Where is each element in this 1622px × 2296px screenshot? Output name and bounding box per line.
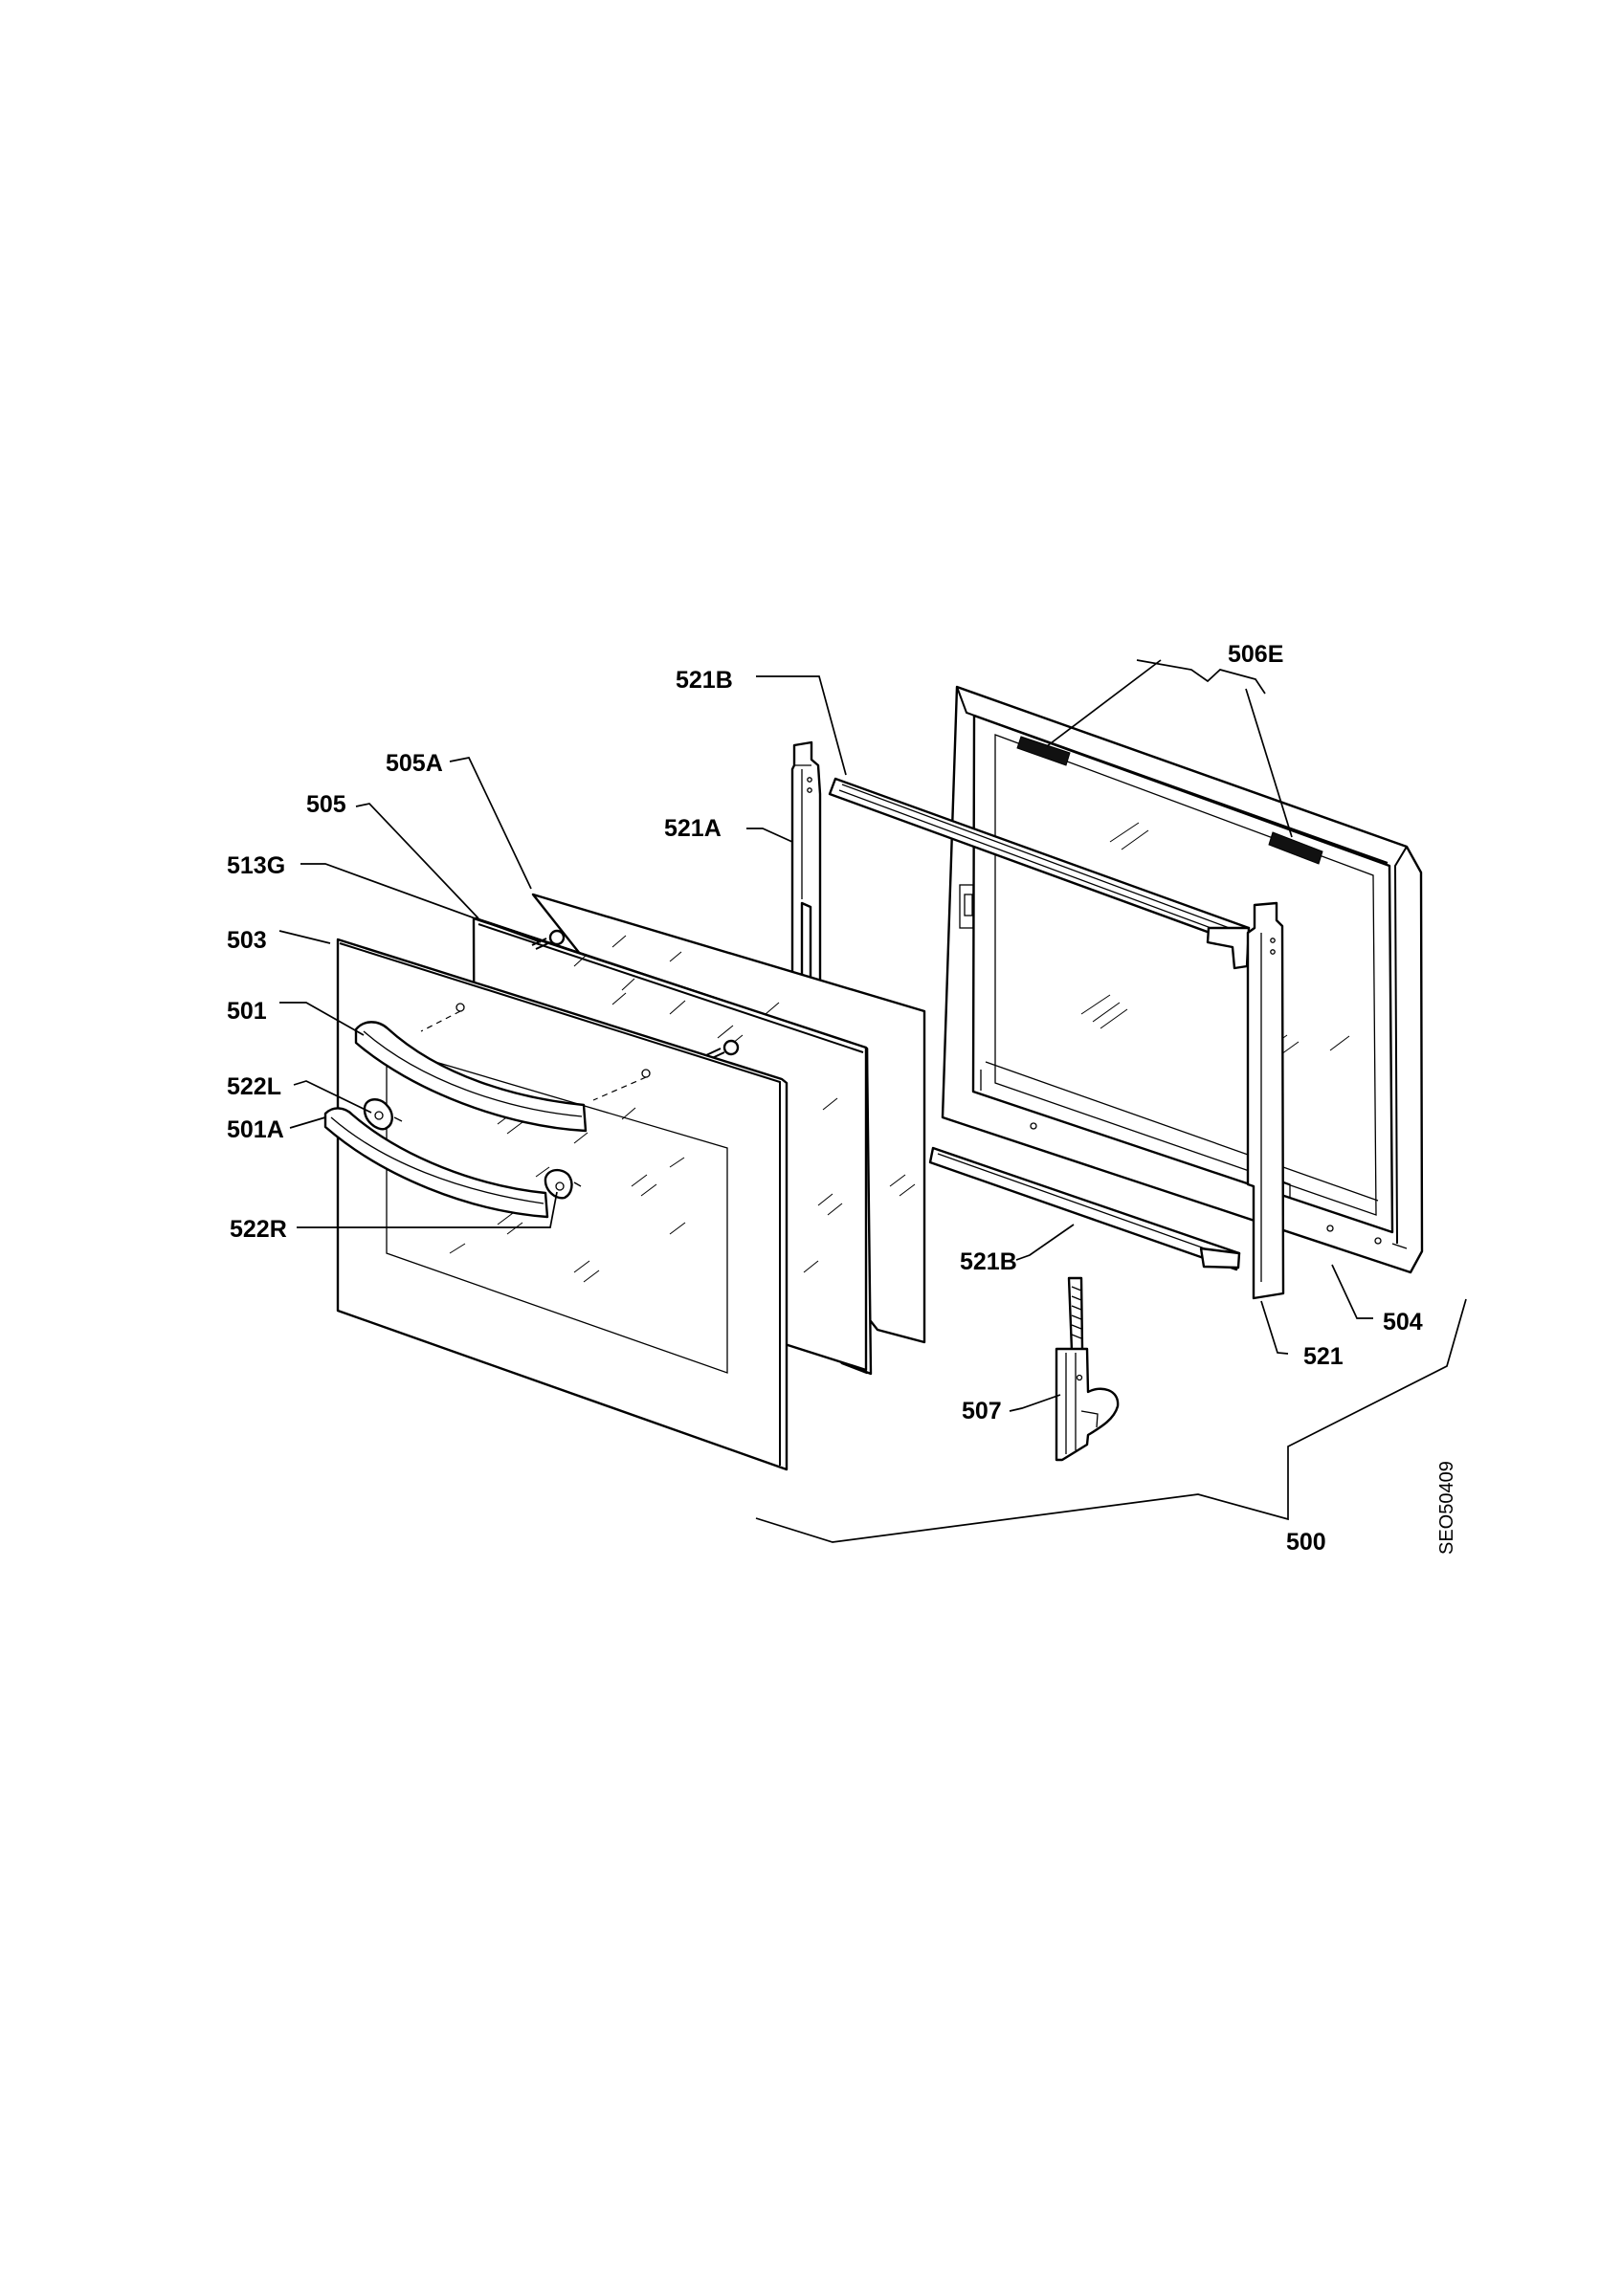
callout-507: 507: [962, 1398, 1002, 1424]
callout-521A: 521A: [664, 815, 722, 842]
callout-521B-top: 521B: [676, 667, 733, 694]
part-506E-pad-left: [1016, 736, 1071, 766]
callout-522R: 522R: [230, 1216, 287, 1243]
part-522L-end-cap: [363, 1098, 403, 1131]
part-521-right-bracket: [1246, 901, 1291, 1300]
callout-513G: 513G: [227, 852, 285, 879]
callout-labels: 506E 521B 505A 505 521A 513G 503 501 522…: [227, 641, 1457, 1556]
part-521B-top-strip: [828, 777, 1251, 970]
callout-504: 504: [1383, 1309, 1423, 1336]
callout-501: 501: [227, 998, 267, 1025]
callout-503: 503: [227, 927, 267, 954]
part-521A-left-bracket: [790, 740, 822, 982]
part-501-upper-handle: [354, 1021, 588, 1133]
callout-521: 521: [1303, 1343, 1344, 1370]
part-521B-bottom-strip: [928, 1146, 1241, 1271]
part-507-hinge: [1055, 1276, 1120, 1462]
callout-522L: 522L: [227, 1073, 281, 1100]
callout-501A: 501A: [227, 1116, 284, 1143]
callout-521B-bottom: 521B: [960, 1248, 1017, 1275]
part-501A-lower-handle: [323, 1107, 549, 1219]
callout-505A: 505A: [386, 750, 443, 777]
callout-500: 500: [1286, 1529, 1326, 1556]
leader-lines: [278, 659, 1467, 1543]
part-513G-screws: [531, 929, 740, 1060]
part-522R-end-cap: [544, 1168, 582, 1200]
part-504-inner-door-frame: [941, 685, 1424, 1274]
callout-506E: 506E: [1228, 641, 1283, 668]
drawing-code: SEO50409: [1436, 1461, 1457, 1555]
callout-505: 505: [306, 791, 346, 818]
part-506E-pad-right: [1268, 831, 1323, 865]
